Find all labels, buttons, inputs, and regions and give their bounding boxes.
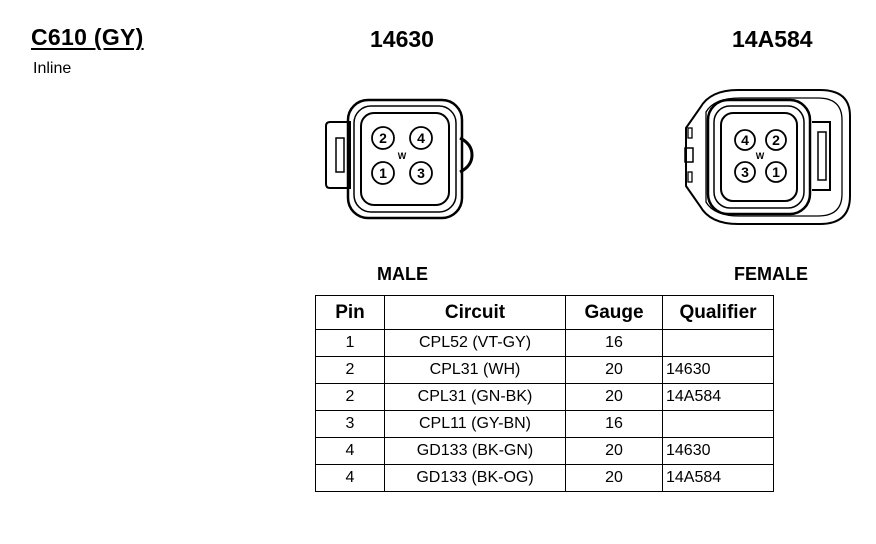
male-pin-label: 3 [417,165,425,181]
male-pin-label: 4 [417,130,425,146]
table-row: 4 GD133 (BK-GN) 20 14630 [315,437,774,465]
pinout-table: Pin Circuit Gauge Qualifier 1 CPL52 (VT-… [315,295,774,492]
cell-gauge: 20 [565,383,663,411]
cell-gauge: 20 [565,464,663,492]
header-circuit: Circuit [384,295,566,330]
female-part-number: 14A584 [732,26,813,52]
table-row: 3 CPL11 (GY-BN) 16 [315,410,774,438]
female-pin-cavity-4: 4 [734,129,756,151]
cell-pin: 4 [315,437,385,465]
cell-circuit: GD133 (BK-OG) [384,464,566,492]
cell-circuit: CPL52 (VT-GY) [384,329,566,357]
table-row: 2 CPL31 (GN-BK) 20 14A584 [315,383,774,411]
cell-qualifier: 14A584 [662,383,774,411]
cell-circuit: CPL11 (GY-BN) [384,410,566,438]
cell-pin: 4 [315,464,385,492]
male-pin-cavity-2: 2 [371,126,395,150]
cell-qualifier: 14630 [662,356,774,384]
cell-gauge: 16 [565,410,663,438]
female-pin-label: 2 [772,132,780,148]
cell-circuit: GD133 (BK-GN) [384,437,566,465]
table-row: 4 GD133 (BK-OG) 20 14A584 [315,464,774,492]
male-pin-cavity-3: 3 [409,161,433,185]
cell-gauge: 16 [565,329,663,357]
connector-location: Inline [33,60,72,77]
cell-pin: 3 [315,410,385,438]
table-row: 1 CPL52 (VT-GY) 16 [315,329,774,357]
female-pin-label: 4 [741,132,749,148]
cell-qualifier: 14A584 [662,464,774,492]
header-pin: Pin [315,295,385,330]
cell-pin: 2 [315,356,385,384]
cell-circuit: CPL31 (WH) [384,356,566,384]
cell-pin: 1 [315,329,385,357]
table-header-row: Pin Circuit Gauge Qualifier [315,295,774,330]
cell-qualifier: 14630 [662,437,774,465]
cell-gauge: 20 [565,356,663,384]
cell-qualifier [662,410,774,438]
female-pin-label: 1 [772,164,780,180]
male-part-number: 14630 [370,26,434,52]
male-pin-cavity-1: 1 [371,161,395,185]
cell-pin: 2 [315,383,385,411]
female-pin-label: 3 [741,164,749,180]
table-row: 2 CPL31 (WH) 20 14630 [315,356,774,384]
female-connector-face: 4 2 3 1 W [684,89,851,225]
male-pin-cavity-4: 4 [409,126,433,150]
cell-qualifier [662,329,774,357]
male-pin-label: 1 [379,165,387,181]
connector-id: C610 (GY) [31,24,144,50]
male-connector-face: 2 4 1 3 W [325,98,474,220]
female-pin-cavity-2: 2 [765,129,787,151]
cell-circuit: CPL31 (GN-BK) [384,383,566,411]
female-label: FEMALE [734,264,808,284]
female-key-mark: W [756,151,765,161]
header-gauge: Gauge [565,295,663,330]
female-pin-cavity-1: 1 [765,161,787,183]
male-label: MALE [377,264,428,284]
header-qualifier: Qualifier [662,295,774,330]
female-pin-cavity-3: 3 [734,161,756,183]
male-key-mark: W [398,151,407,161]
male-pin-label: 2 [379,130,387,146]
cell-gauge: 20 [565,437,663,465]
